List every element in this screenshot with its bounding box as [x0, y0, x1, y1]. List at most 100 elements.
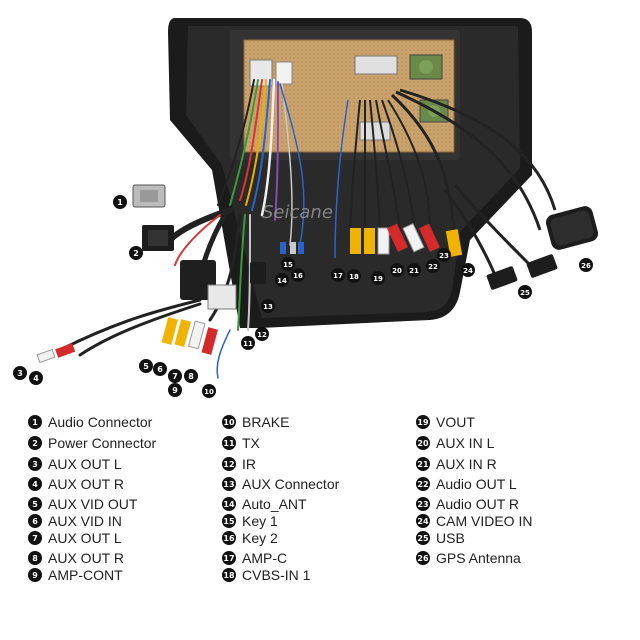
legend-label: CAM VIDEO IN — [436, 513, 533, 529]
callout-10: 10 — [202, 384, 216, 398]
legend-label: AMP-C — [242, 550, 288, 566]
right-wire-harness — [334, 88, 557, 276]
legend-item: 17 AMP-C — [222, 548, 287, 568]
svg-text:17: 17 — [333, 272, 343, 280]
legend-item: 5 AUX VID OUT — [28, 494, 137, 514]
legend-label: AUX VID IN — [48, 513, 122, 529]
legend-number: 14 — [222, 497, 236, 511]
legend-item: 21 AUX IN R — [416, 454, 497, 474]
callout-25: 25 — [518, 285, 532, 299]
wiring-diagram: Seicane 1 2 3 4 5 6 7 8 9 10 11 12 13 14… — [13, 18, 599, 398]
legend-label: AUX VID OUT — [48, 496, 138, 512]
legend-number: 24 — [416, 514, 430, 528]
svg-text:13: 13 — [263, 303, 273, 311]
callout-17: 17 — [331, 268, 345, 282]
legend-label: Auto_ANT — [242, 496, 307, 512]
legend-item: 18 CVBS-IN 1 — [222, 565, 310, 585]
svg-text:2: 2 — [133, 249, 139, 258]
legend-number: 26 — [416, 551, 430, 565]
svg-text:11: 11 — [243, 340, 253, 348]
legend-number: 4 — [28, 477, 42, 491]
svg-text:7: 7 — [172, 372, 178, 381]
svg-text:6: 6 — [157, 365, 163, 374]
legend-label: Key 1 — [242, 513, 278, 529]
legend-number: 2 — [28, 436, 42, 450]
callout-12: 12 — [255, 327, 269, 341]
legend-label: Audio OUT L — [436, 476, 517, 492]
legend-number: 13 — [222, 477, 236, 491]
legend-number: 20 — [416, 436, 430, 450]
legend-number: 25 — [416, 531, 430, 545]
legend-label: AUX Connector — [242, 476, 340, 492]
svg-text:18: 18 — [349, 273, 359, 281]
legend-number: 16 — [222, 531, 236, 545]
callout-26: 26 — [579, 258, 593, 272]
callout-4: 4 — [29, 371, 43, 385]
legend-label: Key 2 — [242, 530, 278, 546]
legend-label: AUX IN R — [436, 456, 497, 472]
legend-number: 9 — [28, 568, 42, 582]
svg-text:19: 19 — [373, 275, 383, 283]
legend-label: CVBS-IN 1 — [242, 567, 311, 583]
callout-7: 7 — [168, 369, 182, 383]
legend-item: 14 Auto_ANT — [222, 494, 307, 514]
svg-text:5: 5 — [143, 362, 149, 371]
svg-text:20: 20 — [392, 267, 402, 275]
legend-item: 16 Key 2 — [222, 528, 278, 548]
legend-number: 19 — [416, 415, 430, 429]
callout-badges: 1 2 3 4 5 6 7 8 9 10 11 12 13 14 15 16 1… — [13, 195, 593, 398]
legend-label: AUX IN L — [436, 435, 495, 451]
legend-label: AUX OUT L — [48, 456, 122, 472]
legend-number: 8 — [28, 551, 42, 565]
callout-8: 8 — [184, 369, 198, 383]
gps-antenna — [545, 206, 599, 250]
legend-item: 22 Audio OUT L — [416, 474, 517, 494]
legend-item: 7 AUX OUT L — [28, 528, 122, 548]
callout-16: 16 — [291, 268, 305, 282]
rca-right-plugs — [350, 223, 463, 257]
svg-text:12: 12 — [257, 331, 267, 339]
legend-number: 6 — [28, 514, 42, 528]
legend-number: 21 — [416, 457, 430, 471]
legend-number: 18 — [222, 568, 236, 582]
legend-item: 6 AUX VID IN — [28, 511, 122, 531]
svg-text:9: 9 — [172, 386, 178, 395]
left-wire-harness — [58, 78, 305, 379]
legend-number: 22 — [416, 477, 430, 491]
legend-number: 17 — [222, 551, 236, 565]
svg-text:21: 21 — [409, 267, 419, 275]
legend-label: GPS Antenna — [436, 550, 521, 566]
legend-number: 11 — [222, 436, 236, 450]
legend-item: 20 AUX IN L — [416, 433, 494, 453]
legend-label: AUX OUT L — [48, 530, 122, 546]
legend-number: 12 — [222, 457, 236, 471]
callout-15: 15 — [281, 257, 295, 271]
callout-19: 19 — [371, 271, 385, 285]
callout-1: 1 — [113, 195, 127, 209]
legend-number: 23 — [416, 497, 430, 511]
legend-item: 24 CAM VIDEO IN — [416, 511, 532, 531]
legend-number: 7 — [28, 531, 42, 545]
svg-text:8: 8 — [188, 372, 194, 381]
usb-connectors — [486, 254, 558, 290]
callout-9: 9 — [168, 383, 182, 397]
callout-3: 3 — [13, 366, 27, 380]
legend-label: Audio Connector — [48, 414, 153, 430]
svg-text:4: 4 — [33, 374, 39, 383]
legend-label: Audio OUT R — [436, 496, 519, 512]
callout-20: 20 — [390, 263, 404, 277]
legend-number: 5 — [28, 497, 42, 511]
legend-item: 23 Audio OUT R — [416, 494, 519, 514]
